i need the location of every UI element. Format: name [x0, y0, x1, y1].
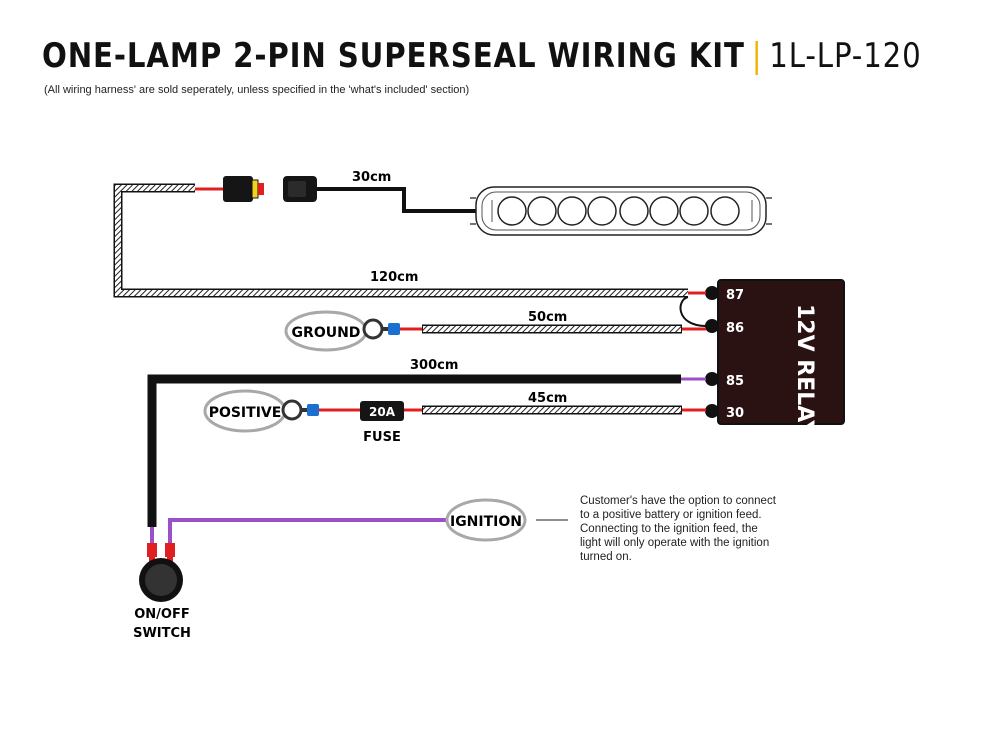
note-line: to a positive battery or ignition feed. — [580, 509, 762, 521]
note-line: light will only operate with the ignitio… — [580, 537, 770, 549]
fuse-label: FUSE — [363, 430, 401, 445]
relay-pin-87: 87 — [726, 288, 744, 303]
fuse-rating: 20A — [369, 405, 396, 419]
relay-name: 12V RELAY — [792, 304, 817, 437]
ring-terminal-ground — [362, 318, 400, 340]
jumper-wire — [679, 296, 707, 327]
note-line: turned on. — [580, 551, 632, 563]
wire-length-300cm: 300cm — [410, 358, 458, 373]
relay-pin-86: 86 — [726, 321, 744, 336]
positive-label: POSITIVE — [209, 405, 282, 421]
wire-length-30cm: 30cm — [352, 170, 391, 185]
kit-code: 1L-LP-120 — [769, 36, 922, 76]
ignition-oval — [445, 498, 527, 542]
ground-label: GROUND — [292, 325, 361, 341]
ignition-note: Customer's have the option to connect to… — [580, 494, 810, 564]
kit-name: ONE-LAMP 2-PIN SUPERSEAL WIRING KIT — [42, 36, 745, 76]
ignition-wire — [168, 518, 447, 544]
wire-300cm — [147, 374, 681, 527]
relay-pin-30: 30 — [726, 406, 744, 421]
ring-terminal-positive — [281, 399, 319, 421]
title-separator: | — [751, 36, 763, 76]
page-title: ONE-LAMP 2-PIN SUPERSEAL WIRING KIT|1L-L… — [42, 36, 922, 76]
relay-pin-85: 85 — [726, 374, 744, 389]
ignition-label: IGNITION — [450, 514, 522, 530]
relay: 87 86 85 30 12V RELAY — [705, 279, 845, 437]
wire-length-120cm: 120cm — [370, 270, 418, 285]
note-line: Customer's have the option to connect — [580, 495, 776, 507]
superseal-connector-male — [283, 176, 317, 202]
page-subtitle: (All wiring harness' are sold seperately… — [44, 84, 470, 96]
switch-label-line2: SWITCH — [133, 626, 191, 641]
fuse-holder — [360, 401, 404, 421]
on-off-switch — [139, 558, 183, 602]
harness-120cm — [113, 183, 688, 298]
switch-label-line1: ON/OFF — [134, 607, 190, 622]
note-line: Connecting to the ignition feed, the — [580, 523, 758, 535]
light-bar — [470, 186, 772, 236]
wire-length-50cm: 50cm — [528, 310, 567, 325]
wire-length-45cm: 45cm — [528, 391, 567, 406]
superseal-connector-female — [223, 176, 264, 202]
lead-30cm — [317, 187, 478, 213]
